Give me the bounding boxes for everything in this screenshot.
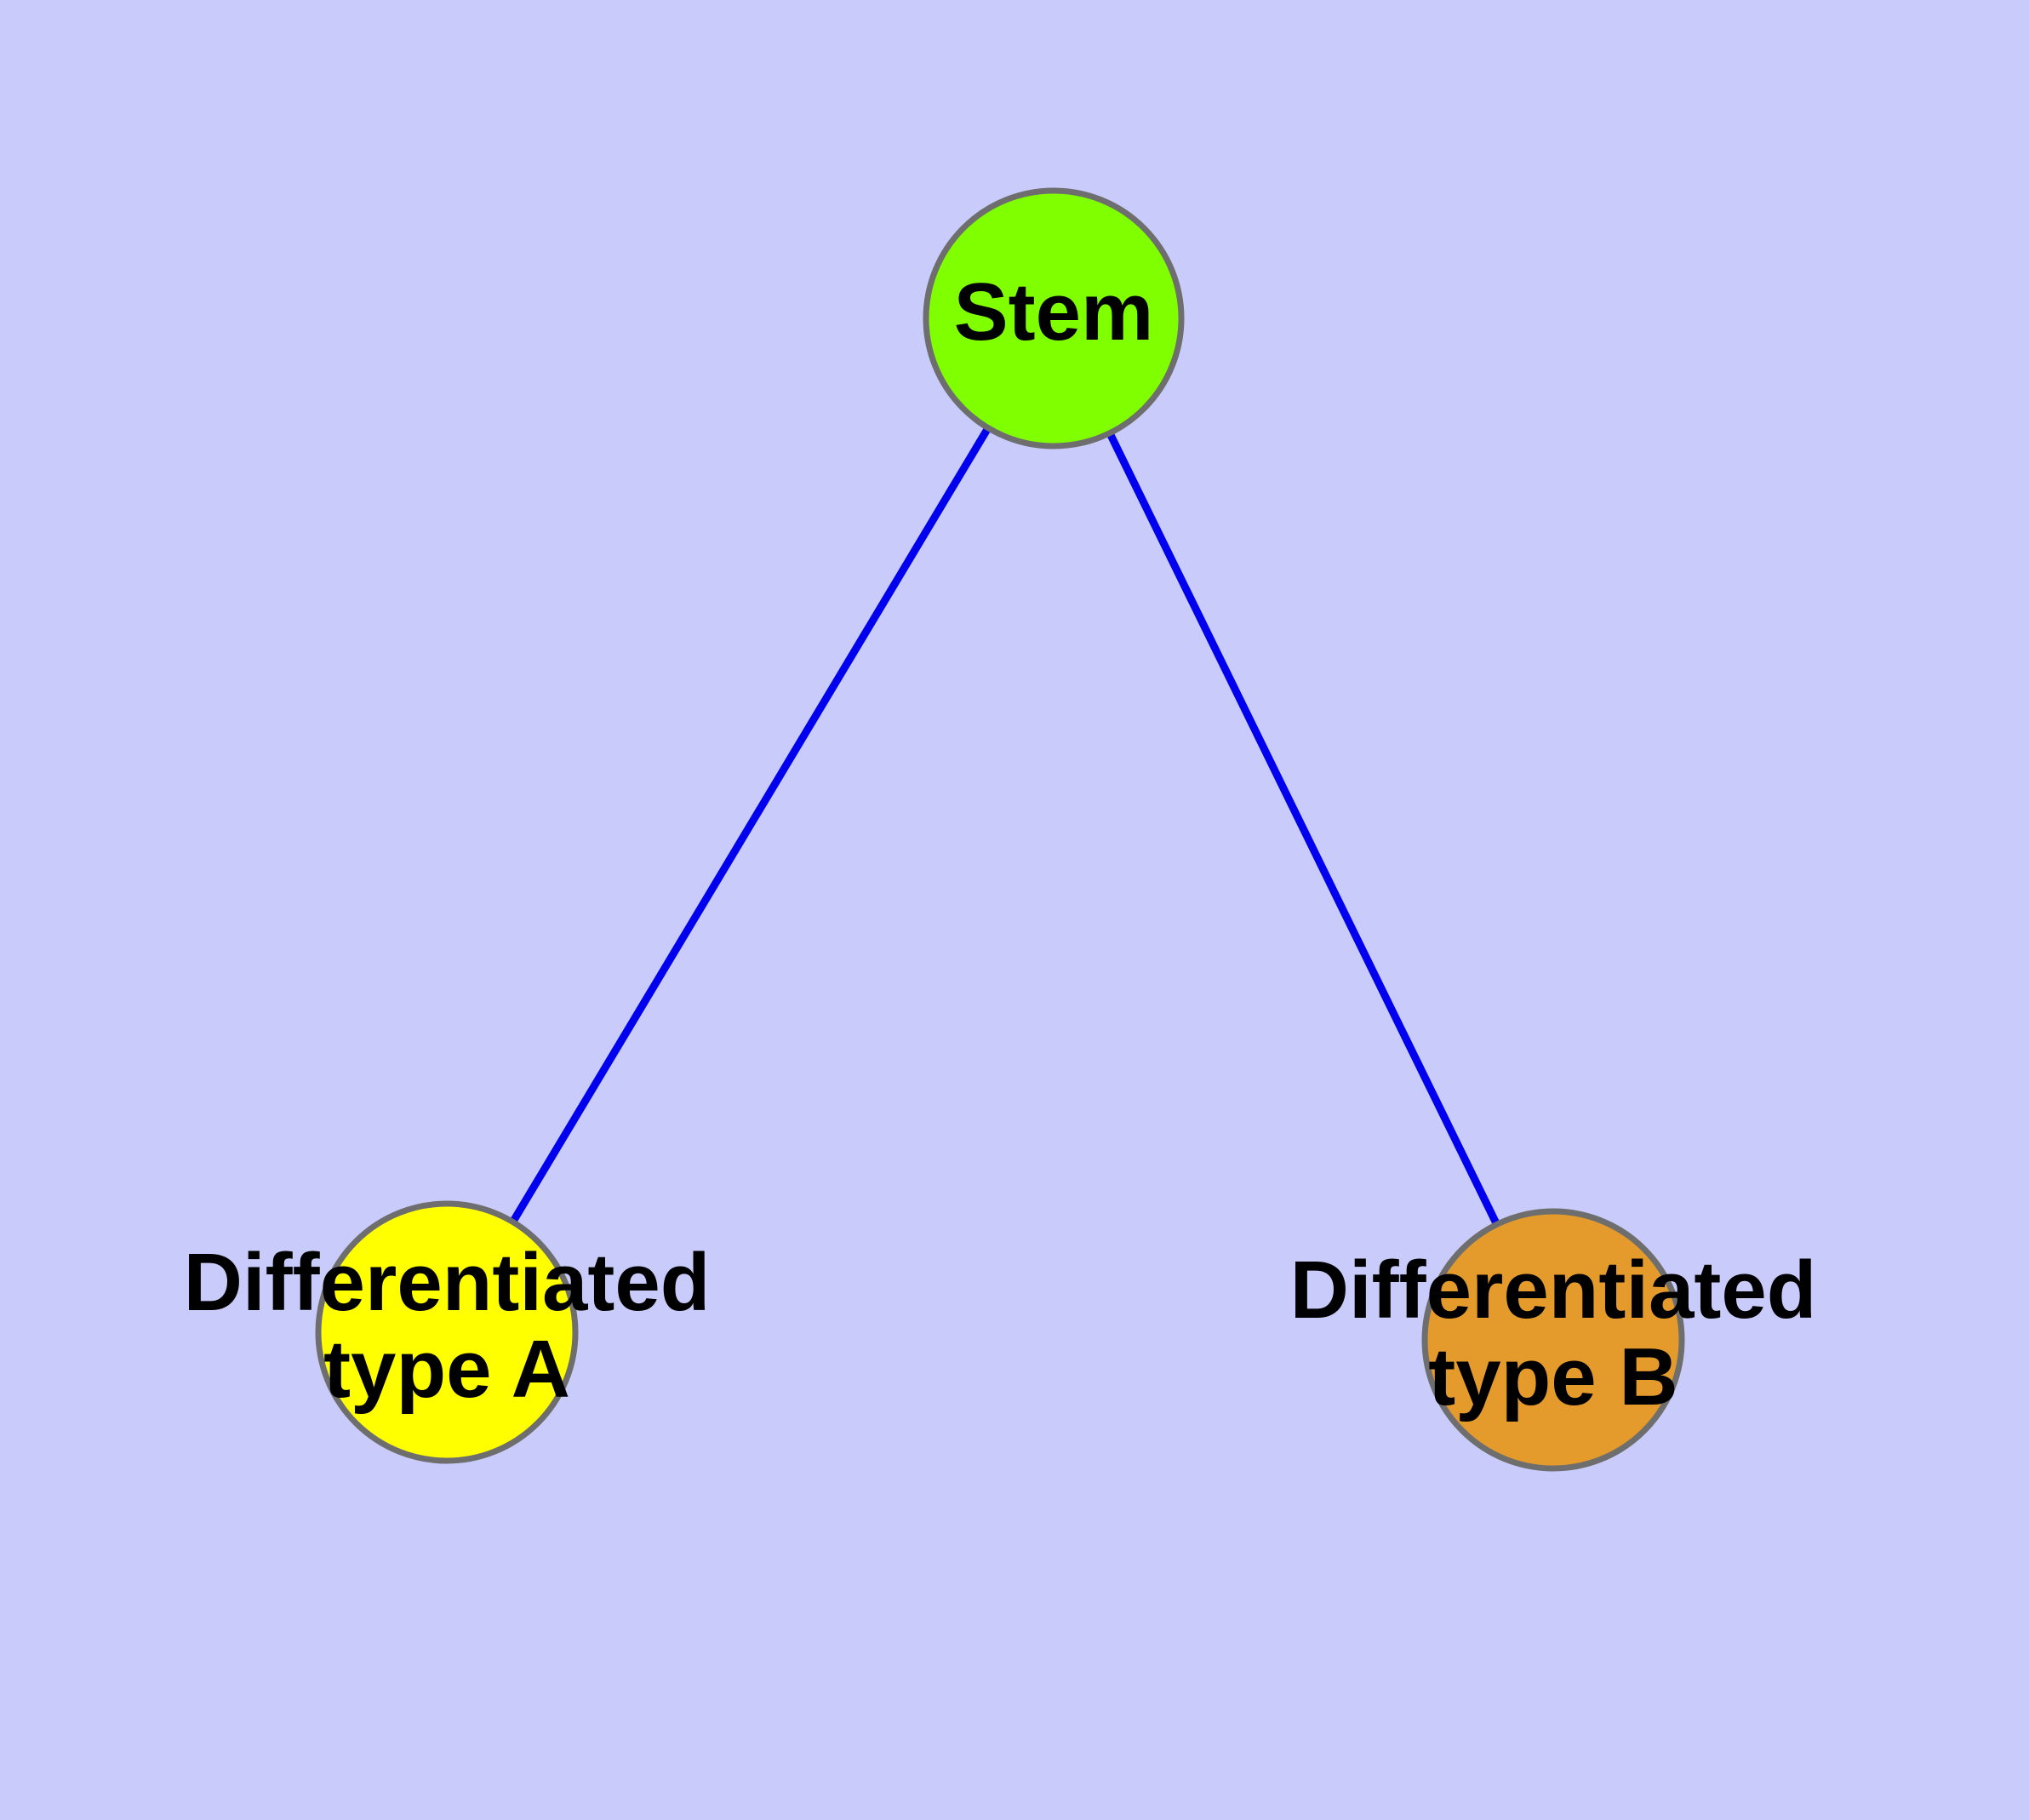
nodes-layer bbox=[315, 187, 1685, 1472]
edges-layer bbox=[509, 426, 1500, 1227]
node-label-line: type B bbox=[1428, 1331, 1677, 1422]
edge-stem-diff-b[interactable] bbox=[1106, 431, 1500, 1227]
node-circle-diff-a[interactable] bbox=[315, 1200, 579, 1464]
node-label-line: Stem bbox=[954, 266, 1154, 358]
node-label-stem: Stem bbox=[954, 266, 1154, 358]
node-label-line: type A bbox=[323, 1324, 570, 1415]
node-label-line: Differentiated bbox=[184, 1237, 711, 1328]
node-circle-stem[interactable] bbox=[923, 187, 1185, 449]
edge-stem-diff-a[interactable] bbox=[509, 426, 992, 1224]
node-circle-diff-b[interactable] bbox=[1421, 1208, 1685, 1472]
node-label-line: Differentiated bbox=[1290, 1245, 1817, 1336]
